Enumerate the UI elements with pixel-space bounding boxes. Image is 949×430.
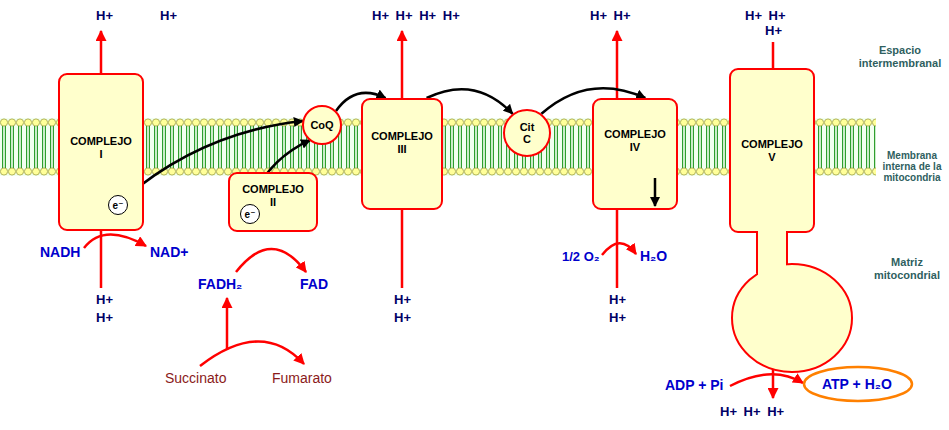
complex-box: COMPLEJO I e⁻ bbox=[58, 73, 144, 231]
electron-arrow-line bbox=[654, 178, 657, 206]
substrate-label: Fumarato bbox=[272, 370, 332, 386]
proton-label: H+ bbox=[96, 292, 113, 307]
reaction-arrow bbox=[236, 249, 306, 272]
molecule-label: H₂O bbox=[640, 248, 667, 264]
complex-box: COMPLEJO IIe⁻ bbox=[228, 172, 318, 232]
node-label: COMPLEJO I bbox=[68, 135, 134, 161]
region-label: Espacio intermembranal bbox=[856, 44, 944, 70]
reaction-arrow bbox=[730, 374, 803, 386]
electron-arrow bbox=[648, 176, 662, 212]
substrate-label: Succinato bbox=[165, 370, 226, 386]
proton-label: H+ bbox=[96, 310, 113, 325]
node-label: COMPLEJO IV bbox=[602, 128, 668, 154]
atp-neck bbox=[758, 228, 786, 276]
region-label: Matriz mitocondrial bbox=[868, 256, 946, 282]
molecule-label: NADH bbox=[40, 244, 80, 260]
proton-label: H+ bbox=[160, 8, 177, 23]
proton-label: H+ H+ bbox=[745, 8, 786, 23]
proton-label: H+ H+ bbox=[590, 8, 631, 23]
atp-synthase-outline bbox=[729, 68, 855, 374]
proton-label: H+ bbox=[765, 23, 782, 38]
atp-stalk bbox=[730, 69, 814, 232]
atp-head bbox=[732, 264, 852, 372]
electron-label: e⁻ bbox=[113, 200, 124, 211]
complex-box: COMPLEJO III bbox=[361, 98, 443, 210]
proton-label: H+ H+ H+ bbox=[720, 404, 784, 419]
molecule-label: FADH₂ bbox=[198, 276, 242, 292]
atp-neck-edge bbox=[786, 232, 788, 264]
molecule-label: ATP + H₂O bbox=[822, 376, 892, 392]
carrier-circle: CoQ bbox=[302, 105, 342, 145]
proton-label: H+ H+ H+ H+ bbox=[372, 8, 460, 23]
atp-neck-edge bbox=[756, 232, 758, 274]
proton-label: H+ bbox=[609, 310, 626, 325]
node-label: COMPLEJO III bbox=[369, 130, 435, 156]
molecule-label: ADP + Pi bbox=[665, 377, 724, 393]
carrier-circle: Cit C bbox=[503, 109, 551, 157]
region-label: Membrana interna de la mitocondria bbox=[878, 150, 946, 183]
node-label: Cit C bbox=[517, 121, 537, 145]
molecule-label: FAD bbox=[300, 276, 328, 292]
electron-label: e⁻ bbox=[245, 209, 256, 220]
proton-label: H+ bbox=[394, 310, 411, 325]
reaction-arrow bbox=[602, 243, 636, 255]
complex-box: COMPLEJO IV bbox=[592, 98, 678, 210]
highlight-ellipse bbox=[804, 367, 912, 401]
node-label: COMPLEJO V bbox=[739, 138, 805, 164]
electron-circle: e⁻ bbox=[108, 195, 128, 215]
electron-circle: e⁻ bbox=[240, 204, 260, 224]
reaction-arrow bbox=[200, 341, 304, 366]
proton-label: H+ bbox=[96, 8, 113, 23]
proton-label: H+ bbox=[394, 292, 411, 307]
molecule-label: 1/2 O₂ bbox=[562, 249, 600, 265]
node-label: CoQ bbox=[307, 119, 337, 131]
atp-synthase: COMPLEJO V bbox=[729, 68, 855, 374]
reaction-arrow bbox=[84, 234, 146, 248]
proton-arrows bbox=[84, 31, 803, 398]
molecule-label: NAD+ bbox=[150, 244, 189, 260]
proton-label: H+ bbox=[609, 292, 626, 307]
reaction-arrow bbox=[226, 298, 229, 350]
